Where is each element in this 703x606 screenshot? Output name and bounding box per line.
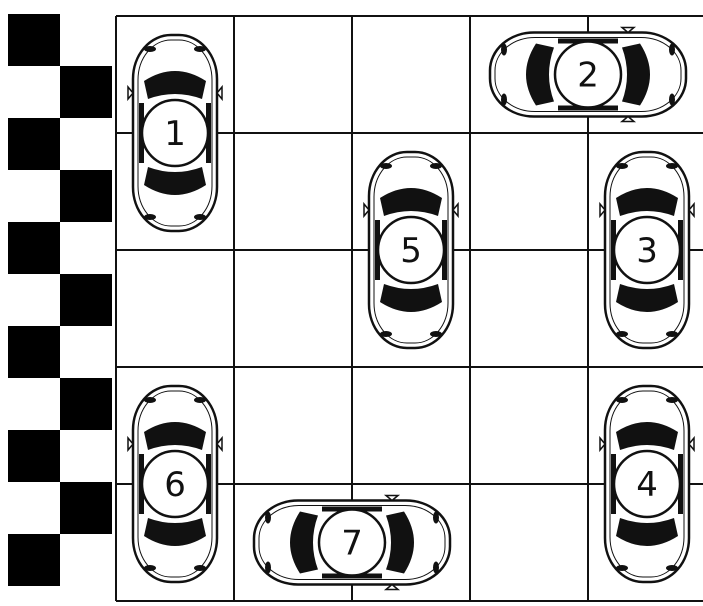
checkered-finish-line [8, 14, 112, 586]
finish-square [8, 326, 60, 378]
cars-layer: 1 2 3 4 5 6 7 [128, 28, 694, 590]
car-3[interactable]: 3 [600, 152, 694, 348]
finish-square [60, 170, 112, 222]
finish-square [8, 118, 60, 170]
car-2[interactable]: 2 [490, 28, 686, 122]
car-4[interactable]: 4 [600, 386, 694, 582]
car-number-label: 7 [341, 524, 363, 564]
car-7[interactable]: 7 [254, 496, 450, 590]
car-5[interactable]: 5 [364, 152, 458, 348]
finish-square [8, 14, 60, 66]
car-number-label: 2 [577, 56, 599, 96]
finish-square [60, 274, 112, 326]
finish-square [8, 222, 60, 274]
finish-square [60, 66, 112, 118]
car-number-label: 6 [164, 465, 186, 505]
car-number-label: 4 [636, 465, 658, 505]
finish-square [60, 378, 112, 430]
finish-square [8, 534, 60, 586]
car-number-label: 1 [164, 114, 186, 154]
car-1[interactable]: 1 [128, 35, 222, 231]
car-number-label: 3 [636, 231, 658, 271]
car-6[interactable]: 6 [128, 386, 222, 582]
finish-square [8, 430, 60, 482]
car-number-label: 5 [400, 231, 422, 271]
finish-square [60, 482, 112, 534]
